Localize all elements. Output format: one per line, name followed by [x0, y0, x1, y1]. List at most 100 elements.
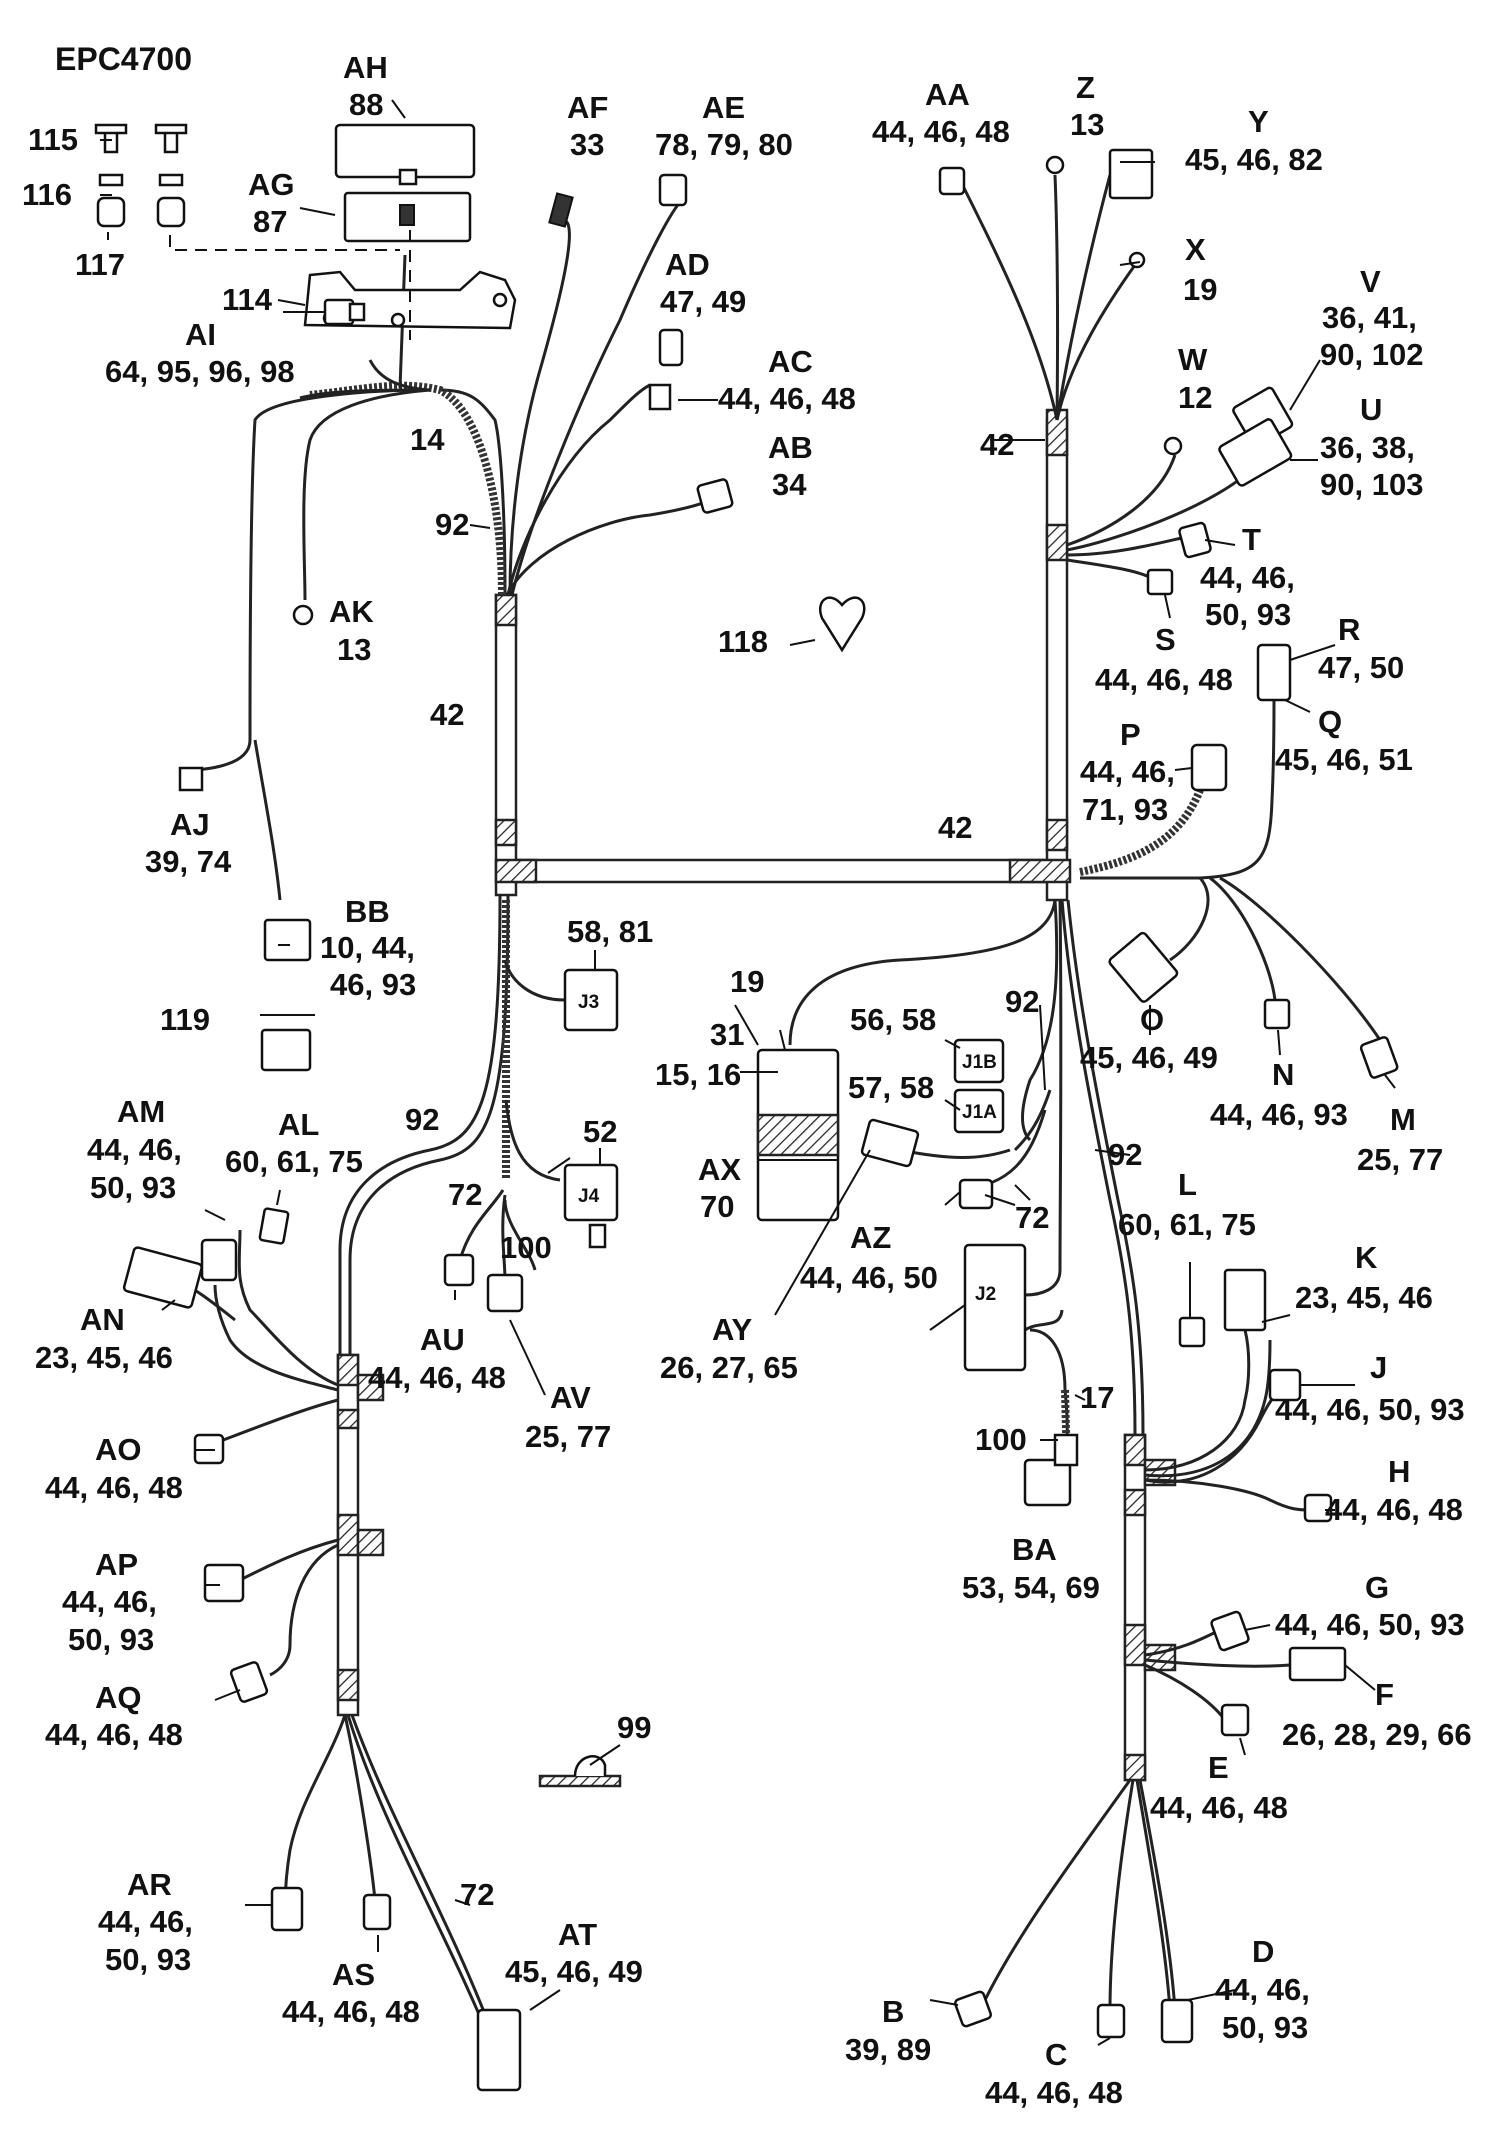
- callout-w-letter: W: [1178, 342, 1208, 377]
- callout-ag-parts: 87: [253, 204, 287, 239]
- callout-p-letter: P: [1120, 717, 1141, 752]
- callout-ak-letter: AK: [329, 594, 374, 629]
- callout-c-parts: 44, 46, 48: [985, 2075, 1123, 2110]
- callout-ay-letter: AY: [712, 1312, 753, 1347]
- callout-al-letter: AL: [278, 1107, 319, 1142]
- callout-g-parts: 44, 46, 50, 93: [1275, 1607, 1465, 1642]
- callout-ap-parts-2: 50, 93: [68, 1622, 154, 1657]
- callout-c-letter: C: [1045, 2037, 1067, 2072]
- callout-h-letter: H: [1388, 1454, 1410, 1489]
- callout-ao-letter: AO: [95, 1432, 142, 1467]
- callout-f-letter: F: [1375, 1677, 1394, 1712]
- callout-y-parts: 45, 46, 82: [1185, 142, 1323, 177]
- callout-aj-parts: 39, 74: [145, 844, 232, 879]
- callout-ar-letter: AR: [127, 1867, 172, 1902]
- callout-al-parts: 60, 61, 75: [225, 1144, 363, 1179]
- callout-y-letter: Y: [1248, 104, 1269, 139]
- j2-shape: [963, 1243, 1027, 1372]
- callout-aj-letter: AJ: [170, 807, 210, 842]
- callout-ay-parts: 26, 27, 65: [660, 1350, 798, 1385]
- callout-q-parts: 45, 46, 51: [1275, 742, 1413, 777]
- callout-m-letter: M: [1390, 1102, 1416, 1137]
- callout-aq-letter: AQ: [95, 1680, 142, 1715]
- j1a-shape: [953, 1088, 1005, 1134]
- callout-as-letter: AS: [332, 1957, 375, 1992]
- callout-m-parts: 25, 77: [1357, 1142, 1443, 1177]
- callout-ap-letter: AP: [95, 1547, 138, 1582]
- callout-af-letter: AF: [567, 90, 608, 125]
- part-label-72-left: 72: [448, 1177, 482, 1212]
- callout-am-parts-1: 44, 46,: [87, 1132, 182, 1167]
- callout-ax-letter: AX: [698, 1152, 741, 1187]
- callout-ba-letter: BA: [1012, 1532, 1057, 1567]
- j3-shape: [563, 968, 619, 1032]
- callout-av-parts: 25, 77: [525, 1419, 611, 1454]
- callout-ae-parts: 78, 79, 80: [655, 127, 793, 162]
- part-label-117: 117: [75, 247, 125, 282]
- callout-az-letter: AZ: [850, 1220, 891, 1255]
- callout-ai-parts: 64, 95, 96, 98: [105, 354, 295, 389]
- callout-az-parts: 44, 46, 50: [800, 1260, 938, 1295]
- part-label-118: 118: [718, 624, 768, 659]
- part-label-15-16: 15, 16: [655, 1057, 741, 1092]
- callout-j-letter: J: [1370, 1350, 1387, 1385]
- callout-ab-letter: AB: [768, 430, 813, 465]
- callout-n-parts: 44, 46, 93: [1210, 1097, 1348, 1132]
- callout-ac-letter: AC: [768, 344, 813, 379]
- part-label-92-left: 92: [405, 1102, 439, 1137]
- callout-b-parts: 39, 89: [845, 2032, 931, 2067]
- callout-ad-letter: AD: [665, 247, 710, 282]
- callout-bb-parts-1: 10, 44,: [320, 930, 415, 965]
- part-label-19: 19: [730, 964, 764, 999]
- part-label-100-right: 100: [975, 1422, 1027, 1457]
- part-label-92-j1: 92: [1005, 984, 1039, 1019]
- callout-as-parts: 44, 46, 48: [282, 1994, 420, 2029]
- part-label-17: 17: [1080, 1380, 1114, 1415]
- j4-shape: [563, 1163, 619, 1222]
- callout-d-parts-2: 50, 93: [1222, 2010, 1308, 2045]
- callout-an-parts: 23, 45, 46: [35, 1340, 173, 1375]
- callout-t-parts-1: 44, 46,: [1200, 560, 1295, 595]
- connector-tag-j4: J4: [578, 1186, 600, 1207]
- callout-ax-parts: 70: [700, 1189, 734, 1224]
- callout-s-letter: S: [1155, 622, 1176, 657]
- callout-v-parts-2: 90, 102: [1320, 337, 1423, 372]
- callout-k-letter: K: [1355, 1240, 1378, 1275]
- callout-ar-parts-2: 50, 93: [105, 1942, 191, 1977]
- callout-g-letter: G: [1365, 1570, 1389, 1605]
- callout-p-parts-1: 44, 46,: [1080, 754, 1175, 789]
- callout-n-letter: N: [1272, 1057, 1294, 1092]
- callout-ar-parts-1: 44, 46,: [98, 1904, 193, 1939]
- callout-k-parts: 23, 45, 46: [1295, 1280, 1433, 1315]
- callout-s-parts: 44, 46, 48: [1095, 662, 1233, 697]
- part-label-92-right: 92: [1108, 1137, 1142, 1172]
- callout-z-letter: Z: [1076, 70, 1095, 105]
- callout-ac-parts: 44, 46, 48: [718, 381, 856, 416]
- callout-an-letter: AN: [80, 1302, 125, 1337]
- callout-av-letter: AV: [550, 1380, 591, 1415]
- callout-q-letter: Q: [1318, 704, 1342, 739]
- callout-o-parts: 45, 46, 49: [1080, 1040, 1218, 1075]
- part-label-57-58: 57, 58: [848, 1070, 934, 1105]
- connector-tag-j1a: J1A: [962, 1102, 997, 1123]
- callout-aq-parts: 44, 46, 48: [45, 1717, 183, 1752]
- callout-x-letter: X: [1185, 232, 1206, 267]
- callout-u-letter: U: [1360, 392, 1382, 427]
- callout-ak-parts: 13: [337, 632, 371, 667]
- callout-z-parts: 13: [1070, 107, 1104, 142]
- part-label-116: 116: [22, 177, 72, 212]
- callout-ae-letter: AE: [702, 90, 745, 125]
- part-label-42-right: 42: [980, 427, 1014, 462]
- j1b-shape: [953, 1038, 1005, 1084]
- callout-au-letter: AU: [420, 1322, 465, 1357]
- callout-ag-letter: AG: [248, 167, 295, 202]
- callout-ad-parts: 47, 49: [660, 284, 746, 319]
- part-label-72-center: 72: [1015, 1200, 1049, 1235]
- callout-bb-letter: BB: [345, 894, 390, 929]
- callout-x-parts: 19: [1183, 272, 1217, 307]
- callout-l-parts: 60, 61, 75: [1118, 1207, 1256, 1242]
- part-label-92-upper: 92: [435, 507, 469, 542]
- callout-e-letter: E: [1208, 1750, 1229, 1785]
- connector-tag-j3: J3: [578, 992, 599, 1013]
